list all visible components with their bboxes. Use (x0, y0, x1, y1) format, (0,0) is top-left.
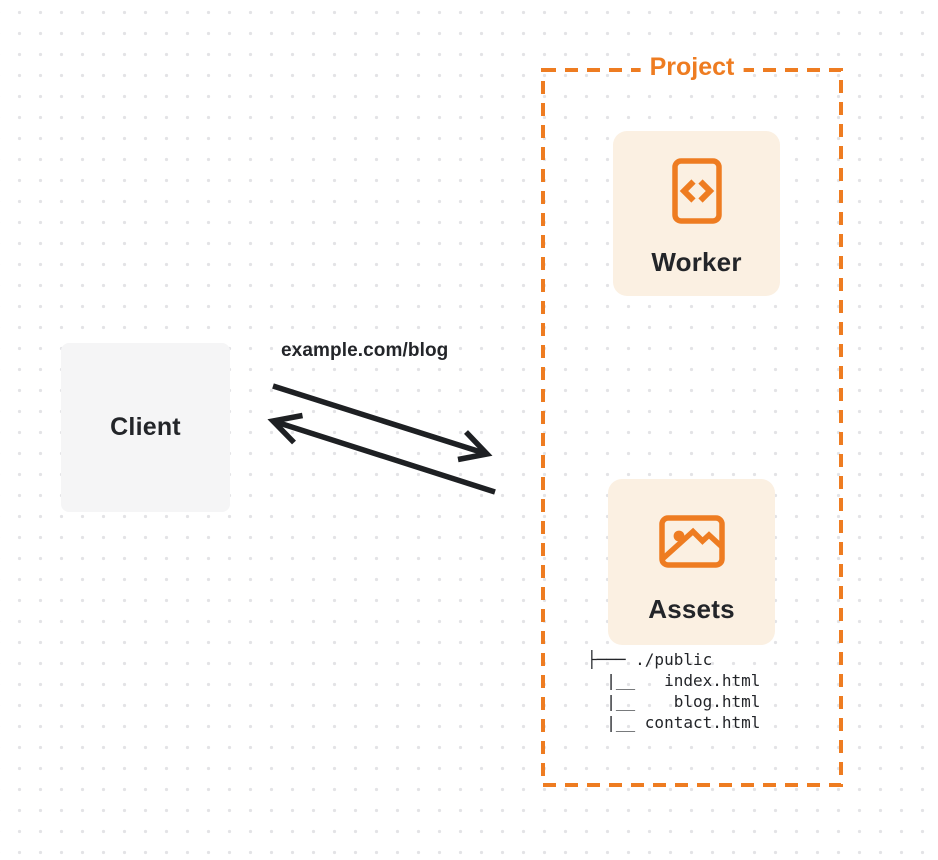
file-tree-root: ├─── ./public (587, 650, 713, 669)
response-arrow (272, 418, 496, 495)
client-label: Client (110, 413, 181, 441)
assets-label: Assets (648, 594, 735, 624)
request-url-label: example.com/blog (281, 340, 449, 361)
file-tree-item-blog: |__ blog.html (587, 692, 761, 711)
worker-label: Worker (651, 247, 742, 277)
client-box: Client (61, 343, 230, 512)
image-icon (658, 515, 725, 568)
assets-card: Assets (608, 479, 775, 645)
project-label: Project (640, 51, 744, 83)
project-container: Project Worker Assets ├─── ./public |__ … (541, 51, 843, 787)
file-tree: ├─── ./public |__ index.html |__ blog.ht… (587, 649, 760, 733)
response-arrowhead-icon (267, 412, 304, 445)
request-arrowhead-icon (457, 430, 493, 463)
worker-card: Worker (613, 131, 780, 296)
file-tree-item-contact: |__ contact.html (587, 713, 761, 732)
code-file-icon (671, 158, 722, 224)
file-tree-item-index: |__ index.html (587, 671, 761, 690)
request-arrow (272, 383, 488, 457)
